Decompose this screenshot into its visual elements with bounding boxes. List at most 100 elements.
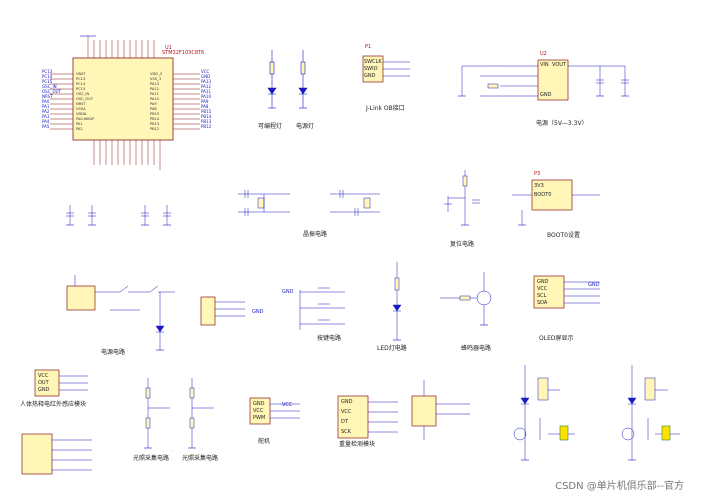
prog-led-circuit (267, 50, 277, 108)
ldo-resistors (487, 83, 499, 89)
svg-text:PC13: PC13 (42, 69, 53, 74)
led-circuit (392, 262, 402, 340)
power-led-circuit (298, 50, 308, 108)
reset-circuit (444, 170, 480, 225)
swd-pin-3: GND (364, 73, 376, 79)
svg-text:PC15: PC15 (42, 79, 53, 84)
svg-text:PA9: PA9 (201, 99, 209, 104)
servo-pin-1: GND (253, 401, 265, 407)
label-buzzer: 蜂鸣器电路 (461, 345, 492, 352)
svg-text:PA5: PA5 (42, 124, 50, 129)
crystal-circuit (238, 190, 380, 216)
svg-text:PC15: PC15 (76, 87, 85, 91)
ldo-pin-vout: VOUT (552, 62, 566, 68)
ref-swd: P1 (365, 44, 372, 50)
svg-text:VSS_3: VSS_3 (150, 77, 161, 81)
label-crystal: 晶振电路 (303, 231, 328, 238)
label-servo: 舵机 (258, 438, 271, 445)
svg-text:PB14: PB14 (201, 114, 212, 119)
relay-1-header (559, 425, 569, 441)
svg-text:PA9: PA9 (150, 102, 157, 106)
svg-text:PB13: PB13 (150, 122, 159, 126)
decoupling-caps (66, 205, 171, 225)
svg-text:NRST: NRST (42, 94, 53, 99)
svg-text:PA13: PA13 (201, 79, 211, 84)
weight-module (337, 395, 369, 439)
svg-text:VBAT: VBAT (76, 72, 86, 76)
label-weight: 重量检测模块 (339, 441, 376, 448)
svg-text:PA0-WKUP: PA0-WKUP (76, 117, 95, 121)
oled-pin-1: GND (537, 279, 549, 285)
servo-pin-3: PWM (253, 415, 266, 421)
svg-text:PA12: PA12 (150, 87, 159, 91)
relay-circuit-1 (513, 365, 575, 460)
uart-wires (423, 380, 470, 440)
pir-pin-3: GND (38, 387, 50, 393)
label-reset: 复位电路 (450, 241, 475, 248)
svg-text:PC14: PC14 (76, 82, 86, 86)
watermark: CSDN @单片机俱乐部--官方 (555, 481, 684, 492)
svg-text:VSSA: VSSA (76, 107, 86, 111)
svg-text:PB13: PB13 (201, 119, 212, 124)
svg-text:PA11: PA11 (150, 92, 159, 96)
ref-u1: U1 (165, 45, 172, 51)
svg-text:PC14: PC14 (42, 74, 53, 79)
svg-text:PA8: PA8 (201, 104, 209, 109)
ldo-wires (461, 65, 629, 97)
light-circuit-1 (145, 378, 170, 448)
key-circuit (299, 287, 345, 330)
svg-text:PA2: PA2 (76, 127, 83, 131)
header-p4 (200, 296, 216, 326)
svg-text:PA1: PA1 (76, 122, 83, 126)
net-gnd-oled: GND (588, 282, 600, 288)
svg-text:OSC_IN: OSC_IN (76, 92, 89, 96)
oled-pin-3: SCL (537, 293, 547, 299)
svg-text:OSC_OUT: OSC_OUT (76, 97, 94, 101)
label-light-1: 光照采集电路 (133, 455, 170, 462)
ldo-pin-vin: VIN (540, 62, 549, 68)
net-vcc-servo: VCC (282, 402, 293, 408)
oled-wires (564, 281, 600, 304)
svg-text:PA1: PA1 (42, 104, 50, 109)
mcu-pins (50, 36, 200, 170)
ldo-regulator (537, 59, 569, 101)
label-led: LED灯电路 (377, 345, 407, 352)
label-ldo: 电源（5V—3.3V） (536, 120, 588, 127)
label-keys: 按键电路 (317, 335, 342, 342)
label-light-2: 光照采集电路 (182, 455, 219, 462)
svg-text:PA4: PA4 (42, 119, 50, 124)
svg-text:VDD_3: VDD_3 (150, 72, 162, 76)
svg-text:PA3: PA3 (42, 114, 50, 119)
hx-pin-1: GND (341, 399, 353, 405)
svg-text:GND: GND (201, 74, 210, 79)
header-p4-wires (215, 301, 245, 317)
mcu-u1 (72, 57, 174, 141)
servo-wires (270, 403, 300, 419)
svg-text:PB14: PB14 (150, 117, 160, 121)
svg-text:PA13: PA13 (150, 82, 159, 86)
svg-text:NRST: NRST (76, 102, 86, 106)
buzzer-circuit (440, 272, 492, 325)
label-oled: OLED屏显示 (539, 335, 574, 342)
bottom-left-module (21, 433, 53, 475)
pir-pin-1: VCC (38, 373, 49, 379)
gnd-symbols (66, 95, 636, 461)
svg-text:PB12: PB12 (150, 127, 159, 131)
swd-pin-2: SWIO (364, 66, 378, 72)
net-gnd-keys: GND (282, 289, 294, 295)
pir-pin-2: OUT (38, 380, 49, 386)
svg-text:PA10: PA10 (201, 94, 211, 99)
light-circuit-2 (189, 378, 214, 448)
power-circuit-wires (74, 275, 175, 350)
svg-text:PA8: PA8 (150, 107, 157, 111)
svg-text:PC13: PC13 (76, 77, 85, 81)
hx-pin-2: VCC (341, 409, 352, 415)
label-pir: 人体热释电红外感应模块 (20, 401, 87, 408)
ref-ldo: U2 (540, 51, 547, 57)
power-jack (66, 285, 96, 311)
svg-text:VCC: VCC (201, 69, 210, 74)
swd-wires (383, 61, 410, 77)
